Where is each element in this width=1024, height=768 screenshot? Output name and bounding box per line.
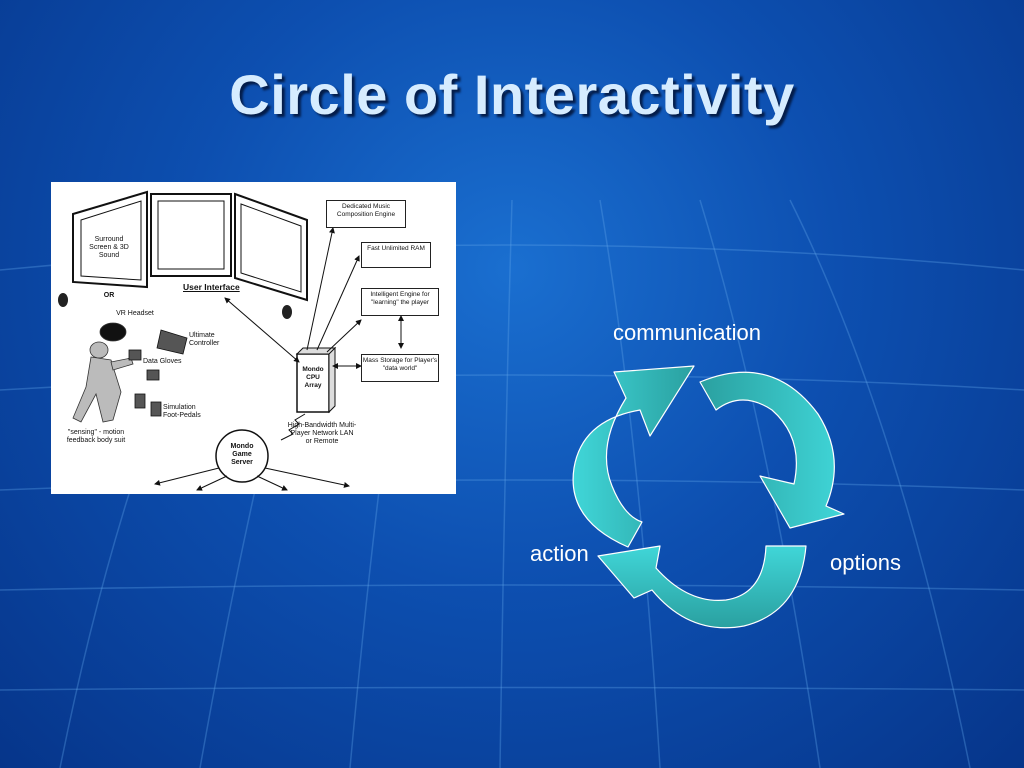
diagram-drawing bbox=[58, 190, 404, 491]
ultimate-controller-label: Ultimate Controller bbox=[189, 332, 220, 347]
game-server-circle bbox=[215, 429, 269, 483]
game-system-diagram: Surround Screen & 3D Sound OR User Inter… bbox=[51, 182, 456, 494]
pedal-shape-1 bbox=[134, 393, 146, 409]
server-label: Mondo Game Server bbox=[230, 443, 254, 466]
foot-pedals-label: Simulation Foot-Pedals bbox=[163, 404, 201, 419]
body-suit-label: "sensing" - motion feedback body suit bbox=[66, 429, 126, 444]
cycle-label-options: options bbox=[830, 550, 901, 575]
glove-shape-2 bbox=[146, 369, 160, 381]
left-speaker bbox=[58, 293, 68, 307]
cycle-label-action: action bbox=[530, 541, 589, 566]
network-label: High-Bandwidth Multi-Player Network LAN … bbox=[287, 422, 357, 445]
arrow-action-to-communication bbox=[572, 365, 695, 548]
vr-headset-shape bbox=[99, 322, 127, 342]
arrow-communication-to-options bbox=[699, 371, 845, 529]
ram-box: Fast Unlimited RAM bbox=[361, 242, 431, 268]
body-suit-figure bbox=[72, 356, 122, 423]
or-label: OR bbox=[103, 292, 115, 299]
cpu-label: Mondo CPU Array bbox=[302, 366, 324, 389]
music-engine-box: Dedicated Music Composition Engine bbox=[326, 200, 406, 228]
cycle-label-communication: communication bbox=[613, 320, 761, 345]
user-interface-label: User Interface bbox=[183, 282, 240, 292]
vr-headset-label: VR Headset bbox=[116, 310, 154, 317]
slide-title: Circle of Interactivity bbox=[229, 63, 795, 126]
pedal-shape-2 bbox=[150, 401, 162, 417]
data-gloves-label: Data Gloves bbox=[143, 358, 182, 365]
controller-shape bbox=[156, 329, 188, 355]
intelligent-engine-box: Intelligent Engine for "learning" the pl… bbox=[361, 288, 439, 316]
arrow-options-to-action bbox=[597, 545, 807, 629]
surround-label: Surround Screen & 3D Sound bbox=[89, 236, 129, 259]
glove-shape-1 bbox=[128, 349, 142, 361]
mass-storage-box: Mass Storage for Player's "data world" bbox=[361, 354, 439, 382]
